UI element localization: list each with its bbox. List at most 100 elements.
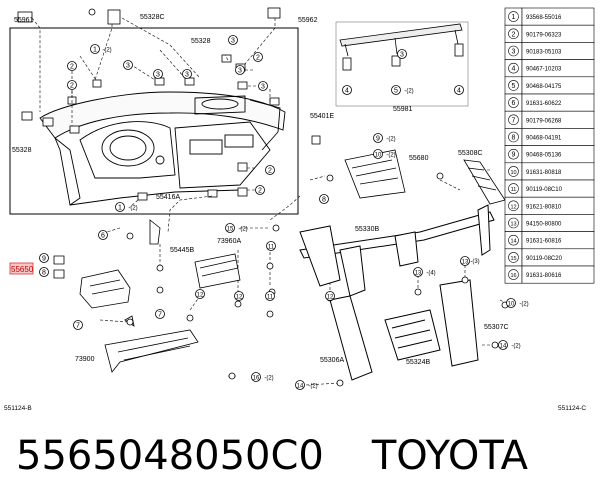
legend-part-number: 90468-05136 xyxy=(526,153,562,159)
label-55330b: 55330B xyxy=(355,226,379,233)
callout-11-b-num: 11 xyxy=(267,295,274,301)
callout-2-e-num: 2 xyxy=(258,188,262,195)
callout-12-c-num: 12 xyxy=(327,295,334,301)
caption-brand: TOYOTA xyxy=(371,433,529,479)
legend-num-circle xyxy=(508,97,519,108)
label-73960a: 73960A xyxy=(217,238,241,245)
callout-2-e xyxy=(255,185,265,195)
vent-assembly-drawing xyxy=(311,135,406,199)
callout-2-d xyxy=(265,165,275,175)
callout-14-b xyxy=(295,380,305,390)
leader-lines xyxy=(31,17,511,386)
callout-3-qty: -(3) xyxy=(470,259,479,265)
callout-12-a-num: 12 xyxy=(236,295,243,301)
callout-1-a-qty: -(2) xyxy=(102,48,111,54)
callout-7-b-num: 7 xyxy=(158,312,162,319)
legend-num-circle xyxy=(508,148,519,160)
reinforcement-bar-drawing xyxy=(299,204,495,381)
callout-6-num: 6 xyxy=(101,233,105,240)
legend-num: 16 xyxy=(510,273,516,279)
callout-13-a-num: 13 xyxy=(415,271,422,277)
callout-15-num: 15 xyxy=(227,227,234,233)
callout-10-b-qty: -(2) xyxy=(519,302,528,308)
legend-num-circle xyxy=(508,269,519,280)
callout-1-b-num: 1 xyxy=(118,205,122,212)
lower-left-parts-drawing xyxy=(53,219,241,373)
legend-num: 4 xyxy=(512,66,516,73)
callout-11-b xyxy=(265,291,275,301)
bracket-55308c-drawing xyxy=(463,159,506,205)
legend-num: 15 xyxy=(510,256,516,262)
callout-8-b-num: 8 xyxy=(42,270,46,277)
callout-11-a-num: 11 xyxy=(268,245,275,251)
highlighted-part-box xyxy=(9,262,34,275)
diagram-id-left: 551124-B xyxy=(4,405,32,412)
legend-num-circle xyxy=(508,131,519,143)
callout-5-num: 5 xyxy=(394,88,398,95)
callout-7-a xyxy=(73,320,83,330)
legend-part-number: 94150-80800 xyxy=(526,222,562,228)
callout-12-b xyxy=(195,289,205,299)
callout-3-f xyxy=(228,35,238,45)
callout-10-b-num: 10 xyxy=(508,302,515,308)
callout-2-a xyxy=(67,61,77,71)
label-55961: 55961 xyxy=(14,17,34,24)
label-55328-top: 55328 xyxy=(191,38,211,45)
legend-num: 3 xyxy=(512,49,516,56)
callout-6 xyxy=(98,230,108,240)
callout-12-c xyxy=(325,291,335,301)
callout-12-a xyxy=(234,291,244,301)
callout-2-a-num: 2 xyxy=(70,64,74,71)
legend-part-number: 91621-80810 xyxy=(526,204,562,210)
callout-7-b xyxy=(155,309,165,319)
callout-2-c-num: 2 xyxy=(256,55,260,62)
legend-part-number: 91631-60622 xyxy=(526,101,562,107)
callout-8-a-num: 8 xyxy=(322,197,326,204)
callout-5-qty: -(2) xyxy=(404,89,413,95)
diagram-id-right: 551124-C xyxy=(558,405,586,412)
legend-num: 5 xyxy=(512,83,516,90)
callout-2-d-num: 2 xyxy=(268,168,272,175)
callouts: 1 -(2) 1 -(2) 2 2 2 2 2 3 3 3 3 3 3 -(3)… xyxy=(39,35,529,390)
callout-16-qty: -(2) xyxy=(264,376,273,382)
callout-15-qty: -(2) xyxy=(238,227,247,233)
callout-16-num: 16 xyxy=(253,376,260,382)
callout-9-b-num: 9 xyxy=(42,256,46,263)
callout-8-a xyxy=(319,194,329,204)
callout-7-a-num: 7 xyxy=(76,323,80,330)
legend-num-circle xyxy=(508,28,519,40)
callout-4-a xyxy=(342,85,352,95)
legend-num: 6 xyxy=(512,100,516,107)
legend-part-number: 91631-80616 xyxy=(526,273,562,279)
bolts xyxy=(88,8,509,387)
callout-15 xyxy=(225,223,235,233)
legend-num: 1 xyxy=(512,14,516,21)
defroster-duct-drawing xyxy=(335,21,469,107)
callout-3-c-num: 3 xyxy=(126,63,130,70)
callout-3-d xyxy=(235,65,245,75)
legend-num-circle xyxy=(508,62,519,74)
callout-13-b-num: 13 xyxy=(462,260,469,266)
callout-16 xyxy=(251,372,261,382)
legend-num: 14 xyxy=(510,239,516,245)
callout-3-e-num: 3 xyxy=(261,84,265,91)
label-55328-left: 55328 xyxy=(12,147,32,154)
legend-num: 2 xyxy=(512,31,516,38)
legend-part-number: 90179-06323 xyxy=(526,32,562,38)
callout-14-b-qty: -(2) xyxy=(308,384,317,390)
legend-part-number: 90179-06268 xyxy=(526,118,562,124)
label-55962: 55962 xyxy=(298,17,318,24)
legend-part-number: 91631-80818 xyxy=(526,170,562,176)
callout-9-a xyxy=(373,133,383,143)
legend-num-circle xyxy=(508,252,519,263)
legend-num-circle xyxy=(508,114,519,126)
label-55445b: 55445B xyxy=(170,247,194,254)
callout-9-a-qty: -(2) xyxy=(386,137,395,143)
legend-num: 8 xyxy=(512,135,516,142)
legend-num: 9 xyxy=(512,152,516,159)
label-55416a: 55416A xyxy=(156,194,180,201)
callout-14-num: 14 xyxy=(500,344,507,350)
callout-2-b-num: 2 xyxy=(70,83,74,90)
